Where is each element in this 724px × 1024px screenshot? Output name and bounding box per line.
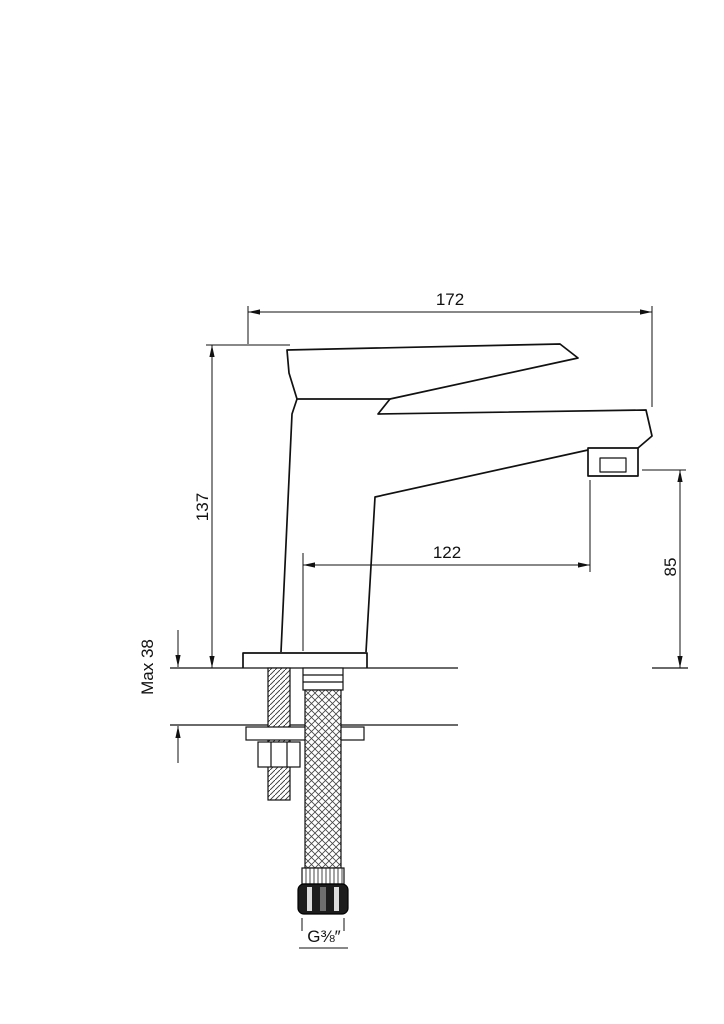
hose-connector (302, 667, 344, 691)
label-overall-width: 172 (436, 290, 464, 309)
dimension-spout-height (642, 469, 686, 668)
body-and-spout (280, 398, 653, 653)
aerator (587, 447, 639, 477)
dimension-spout-reach (302, 480, 591, 651)
flex-hose (297, 667, 349, 915)
dimension-overall-width (247, 306, 653, 407)
mounting-hardware (245, 667, 365, 915)
dimension-lines (175, 306, 686, 949)
hose-braid (304, 689, 342, 869)
stud-nut (257, 741, 301, 768)
hose-end-nut (297, 883, 349, 915)
thread-callout (299, 918, 348, 949)
label-overall-height: 137 (193, 493, 212, 521)
dimension-labels: 172 137 122 85 Max 38 G⅜″ (138, 290, 680, 946)
label-spout-height: 85 (661, 558, 680, 577)
handle-lever (286, 343, 579, 400)
counter-section (170, 667, 688, 726)
hose-crimp-collar (301, 867, 345, 885)
label-max-deck: Max 38 (138, 639, 157, 695)
base-plate (242, 652, 368, 668)
label-connection-thread: G⅜″ (307, 927, 340, 946)
label-spout-reach: 122 (433, 543, 461, 562)
aerator-inner (599, 457, 627, 473)
faucet-outline (242, 343, 653, 668)
dimension-overall-height (206, 344, 290, 668)
